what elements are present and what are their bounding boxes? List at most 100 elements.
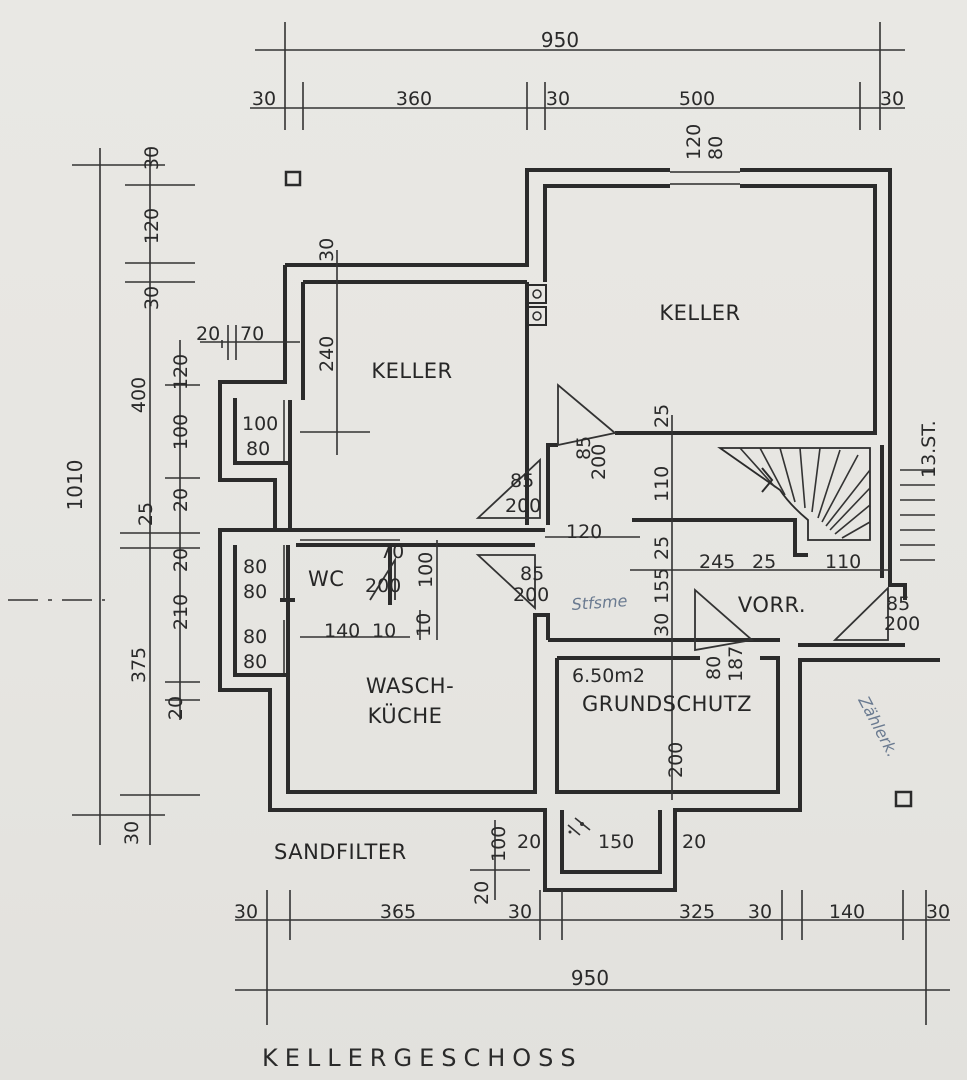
room-keller-right: KELLER xyxy=(659,301,740,325)
room-waschkueche-1: WASCH- xyxy=(366,674,454,698)
dim-245: 245 xyxy=(699,551,735,573)
dim-155: 155 xyxy=(651,568,673,604)
win3-80a: 80 xyxy=(243,626,267,648)
left-dim-20c: 20 xyxy=(165,696,187,720)
left-dim-20a: 20 xyxy=(170,488,192,512)
bottom-dim-6: 140 xyxy=(829,901,865,923)
bottom-dim-1: 30 xyxy=(234,901,258,923)
left-overall-dim: 1010 xyxy=(63,460,87,511)
chimney xyxy=(527,284,547,326)
left-dim-20b: 20 xyxy=(170,548,192,572)
top-dim-5: 30 xyxy=(880,88,904,110)
dim-110b: 110 xyxy=(825,551,861,573)
dim-70: 70 xyxy=(240,323,264,345)
dimension-labels: 120 80 30 240 20 70 100 80 80 80 80 80 8… xyxy=(196,124,940,905)
dim-30-keller: 30 xyxy=(316,238,338,262)
bottom-dim-7: 30 xyxy=(926,901,950,923)
wc-100: 100 xyxy=(415,552,437,588)
dim-240: 240 xyxy=(316,336,338,372)
top-dim-2: 360 xyxy=(396,88,432,110)
sf-20a: 20 xyxy=(517,831,541,853)
gs-door-80: 80 xyxy=(703,656,725,680)
dim-25a: 25 xyxy=(651,404,673,428)
win1-100: 100 xyxy=(242,413,278,435)
top-dim-1: 30 xyxy=(252,88,276,110)
grundschutz-area: 6.50m2 xyxy=(572,665,645,687)
gs-door-187: 187 xyxy=(725,646,747,682)
left-dim-120b: 120 xyxy=(170,354,192,390)
top-dimension-chain: 950 30 360 30 500 30 xyxy=(250,22,905,130)
door2-200: 200 xyxy=(588,444,610,480)
room-wc: WC xyxy=(308,567,344,591)
dim-30c: 30 xyxy=(651,613,673,637)
sf-20c: 20 xyxy=(471,881,493,905)
win-top-80: 80 xyxy=(705,136,727,160)
left-dim-400: 400 xyxy=(128,377,150,413)
column-marker-top xyxy=(284,170,302,187)
win2-80a: 80 xyxy=(243,556,267,578)
doors xyxy=(369,383,889,652)
wc-200: 200 xyxy=(365,575,401,597)
dim-120: 120 xyxy=(566,521,602,543)
wc-70: 70 xyxy=(380,541,404,563)
left-dim-30a: 30 xyxy=(141,146,163,170)
sf-20b: 20 xyxy=(682,831,706,853)
dim-25b: 25 xyxy=(651,536,673,560)
label-sandfilter: SANDFILTER xyxy=(274,840,407,864)
win3-80b: 80 xyxy=(243,651,267,673)
handwritten-note-2: Zählerk. xyxy=(854,692,902,760)
bottom-dimension-chain: 30 365 30 325 30 140 30 950 xyxy=(234,890,950,1025)
dim-25c: 25 xyxy=(752,551,776,573)
left-dimension-chain: 1010 400 375 30 120 30 120 100 20 25 20 … xyxy=(8,146,200,845)
room-grundschutz: GRUNDSCHUTZ xyxy=(582,692,752,716)
stair-13st: 13.ST. xyxy=(918,420,940,478)
bottom-overall-dim: 950 xyxy=(571,966,609,990)
sf-100: 100 xyxy=(488,826,510,862)
dim-110: 110 xyxy=(651,466,673,502)
dim-10b: 10 xyxy=(413,613,435,637)
room-labels: KELLER KELLER WC WASCH- KÜCHE VORR. GRUN… xyxy=(274,301,806,864)
top-overall-dim: 950 xyxy=(541,28,579,52)
left-dim-375: 375 xyxy=(128,647,150,683)
building-walls xyxy=(218,168,940,892)
left-dim-30b: 30 xyxy=(141,286,163,310)
win-top-120: 120 xyxy=(683,124,705,160)
dim-140: 140 xyxy=(324,620,360,642)
door2-85: 85 xyxy=(573,436,595,460)
handwritten-note-1: Stfsme xyxy=(571,591,628,614)
door3-85: 85 xyxy=(520,563,544,585)
sf-150: 150 xyxy=(598,831,634,853)
room-vorraum: VORR. xyxy=(738,593,806,617)
room-waschkueche-2: KÜCHE xyxy=(368,703,443,728)
staircase xyxy=(717,447,935,561)
dim-10a: 10 xyxy=(372,620,396,642)
drawing-title: KELLERGESCHOSS xyxy=(262,1044,583,1072)
door4-200: 200 xyxy=(884,613,920,635)
column-marker-right xyxy=(894,790,913,808)
door3-200: 200 xyxy=(513,584,549,606)
win2-80b: 80 xyxy=(243,581,267,603)
door4-85: 85 xyxy=(886,593,910,615)
bottom-dim-5: 30 xyxy=(748,901,772,923)
bottom-dim-4: 325 xyxy=(679,901,715,923)
dim-20: 20 xyxy=(196,323,220,345)
sandfilter-hatch xyxy=(567,817,591,836)
left-dim-30c: 30 xyxy=(121,821,143,845)
dim-200: 200 xyxy=(665,742,687,778)
top-dim-3: 30 xyxy=(546,88,570,110)
win1-80: 80 xyxy=(246,438,270,460)
internal-dimension-lines xyxy=(200,250,890,900)
left-dim-210: 210 xyxy=(170,594,192,630)
door1-85: 85 xyxy=(510,470,534,492)
bottom-dim-3: 30 xyxy=(508,901,532,923)
bottom-dim-2: 365 xyxy=(380,901,416,923)
top-dim-4: 500 xyxy=(679,88,715,110)
room-keller-left: KELLER xyxy=(371,359,452,383)
windows xyxy=(283,171,740,675)
door1-200: 200 xyxy=(505,495,541,517)
left-dim-100: 100 xyxy=(170,414,192,450)
left-dim-25: 25 xyxy=(135,502,157,526)
left-dim-120a: 120 xyxy=(141,208,163,244)
